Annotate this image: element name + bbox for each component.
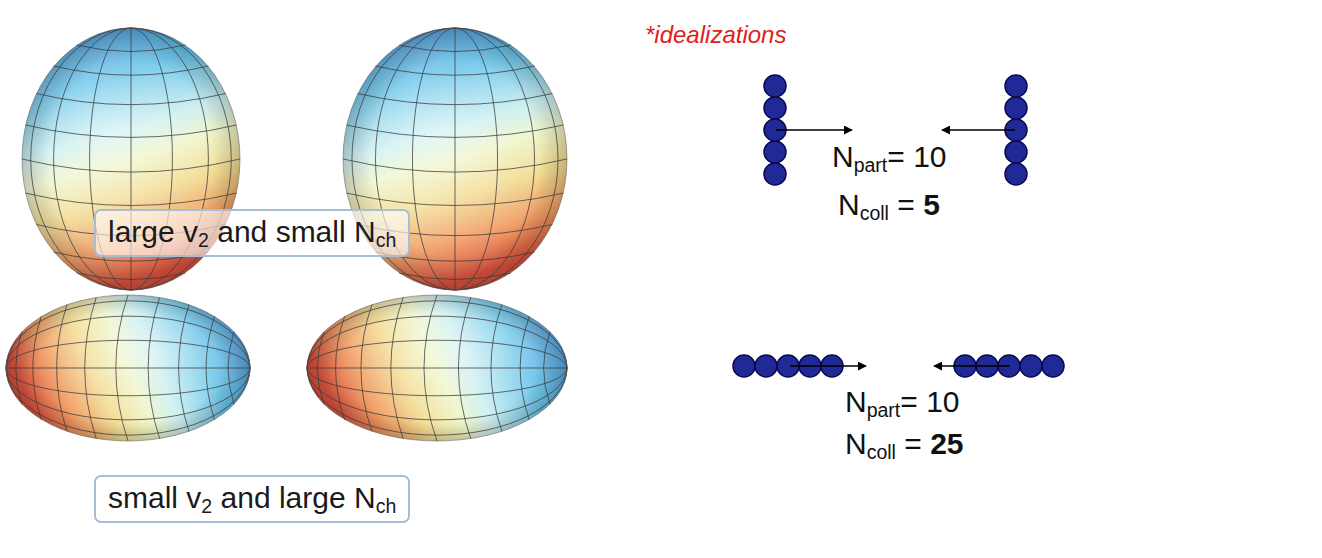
text-run: ch xyxy=(376,229,397,251)
label-holder: Ncoll = 25 xyxy=(845,426,964,462)
text-run: 5 xyxy=(923,188,940,221)
text-run: N xyxy=(832,140,854,173)
text-run: ch xyxy=(376,495,397,517)
text-run: = 10 xyxy=(887,140,946,173)
nucleon xyxy=(755,355,777,377)
nucleon xyxy=(764,141,786,163)
text-run: coll xyxy=(867,441,896,463)
count-text: Npart= 10 xyxy=(832,139,947,175)
text-run: 25 xyxy=(930,427,963,460)
text-run: large v xyxy=(108,215,198,248)
label-box: large v2 and small Nch xyxy=(94,209,410,257)
nucleon xyxy=(1005,163,1027,185)
motion-arrow xyxy=(776,129,852,131)
text-run: N xyxy=(845,385,867,418)
nucleon xyxy=(733,355,755,377)
nucleon xyxy=(1005,75,1027,97)
nucleon-column xyxy=(764,75,1027,185)
label-holder: Npart= 10 xyxy=(832,139,947,175)
text-run: = xyxy=(889,188,923,221)
label-box: small v2 and large Nch xyxy=(94,475,410,523)
label-holder: Ncoll = 5 xyxy=(838,187,940,223)
nucleon xyxy=(764,97,786,119)
text-run: part xyxy=(854,154,888,176)
count-text: Ncoll = 5 xyxy=(838,187,940,223)
box-text: small v2 and large Nch xyxy=(108,480,396,516)
text-run: N xyxy=(838,188,860,221)
nucleus-horizontal xyxy=(307,295,567,441)
text-run: 2 xyxy=(201,495,212,517)
label-holder: Npart= 10 xyxy=(845,384,960,420)
motion-arrow xyxy=(934,365,1010,367)
text-run: small v xyxy=(108,481,201,514)
motion-arrow xyxy=(942,129,1015,131)
text-run: and large N xyxy=(212,481,375,514)
nucleus-horizontal xyxy=(6,295,250,441)
text-run: N xyxy=(845,427,867,460)
nucleus-vertical xyxy=(343,28,567,290)
nucleon xyxy=(1042,355,1064,377)
text-run: coll xyxy=(860,202,889,224)
count-text: Ncoll = 25 xyxy=(845,426,964,462)
note-text: *idealizations xyxy=(645,20,786,49)
label-holder: *idealizations xyxy=(645,20,786,49)
text-run: 2 xyxy=(198,229,209,251)
text-run: *idealizations xyxy=(645,21,786,48)
nucleon xyxy=(764,75,786,97)
count-text: Npart= 10 xyxy=(845,384,960,420)
nucleon xyxy=(1005,97,1027,119)
nucleon-row xyxy=(733,355,1064,377)
nucleon xyxy=(764,163,786,185)
box-text: large v2 and small Nch xyxy=(108,214,396,250)
nucleon xyxy=(1005,141,1027,163)
text-run: part xyxy=(867,399,901,421)
text-run: = xyxy=(896,427,930,460)
text-run: and small N xyxy=(209,215,376,248)
nucleon xyxy=(1020,355,1042,377)
text-run: = 10 xyxy=(900,385,959,418)
motion-arrow xyxy=(790,365,866,367)
